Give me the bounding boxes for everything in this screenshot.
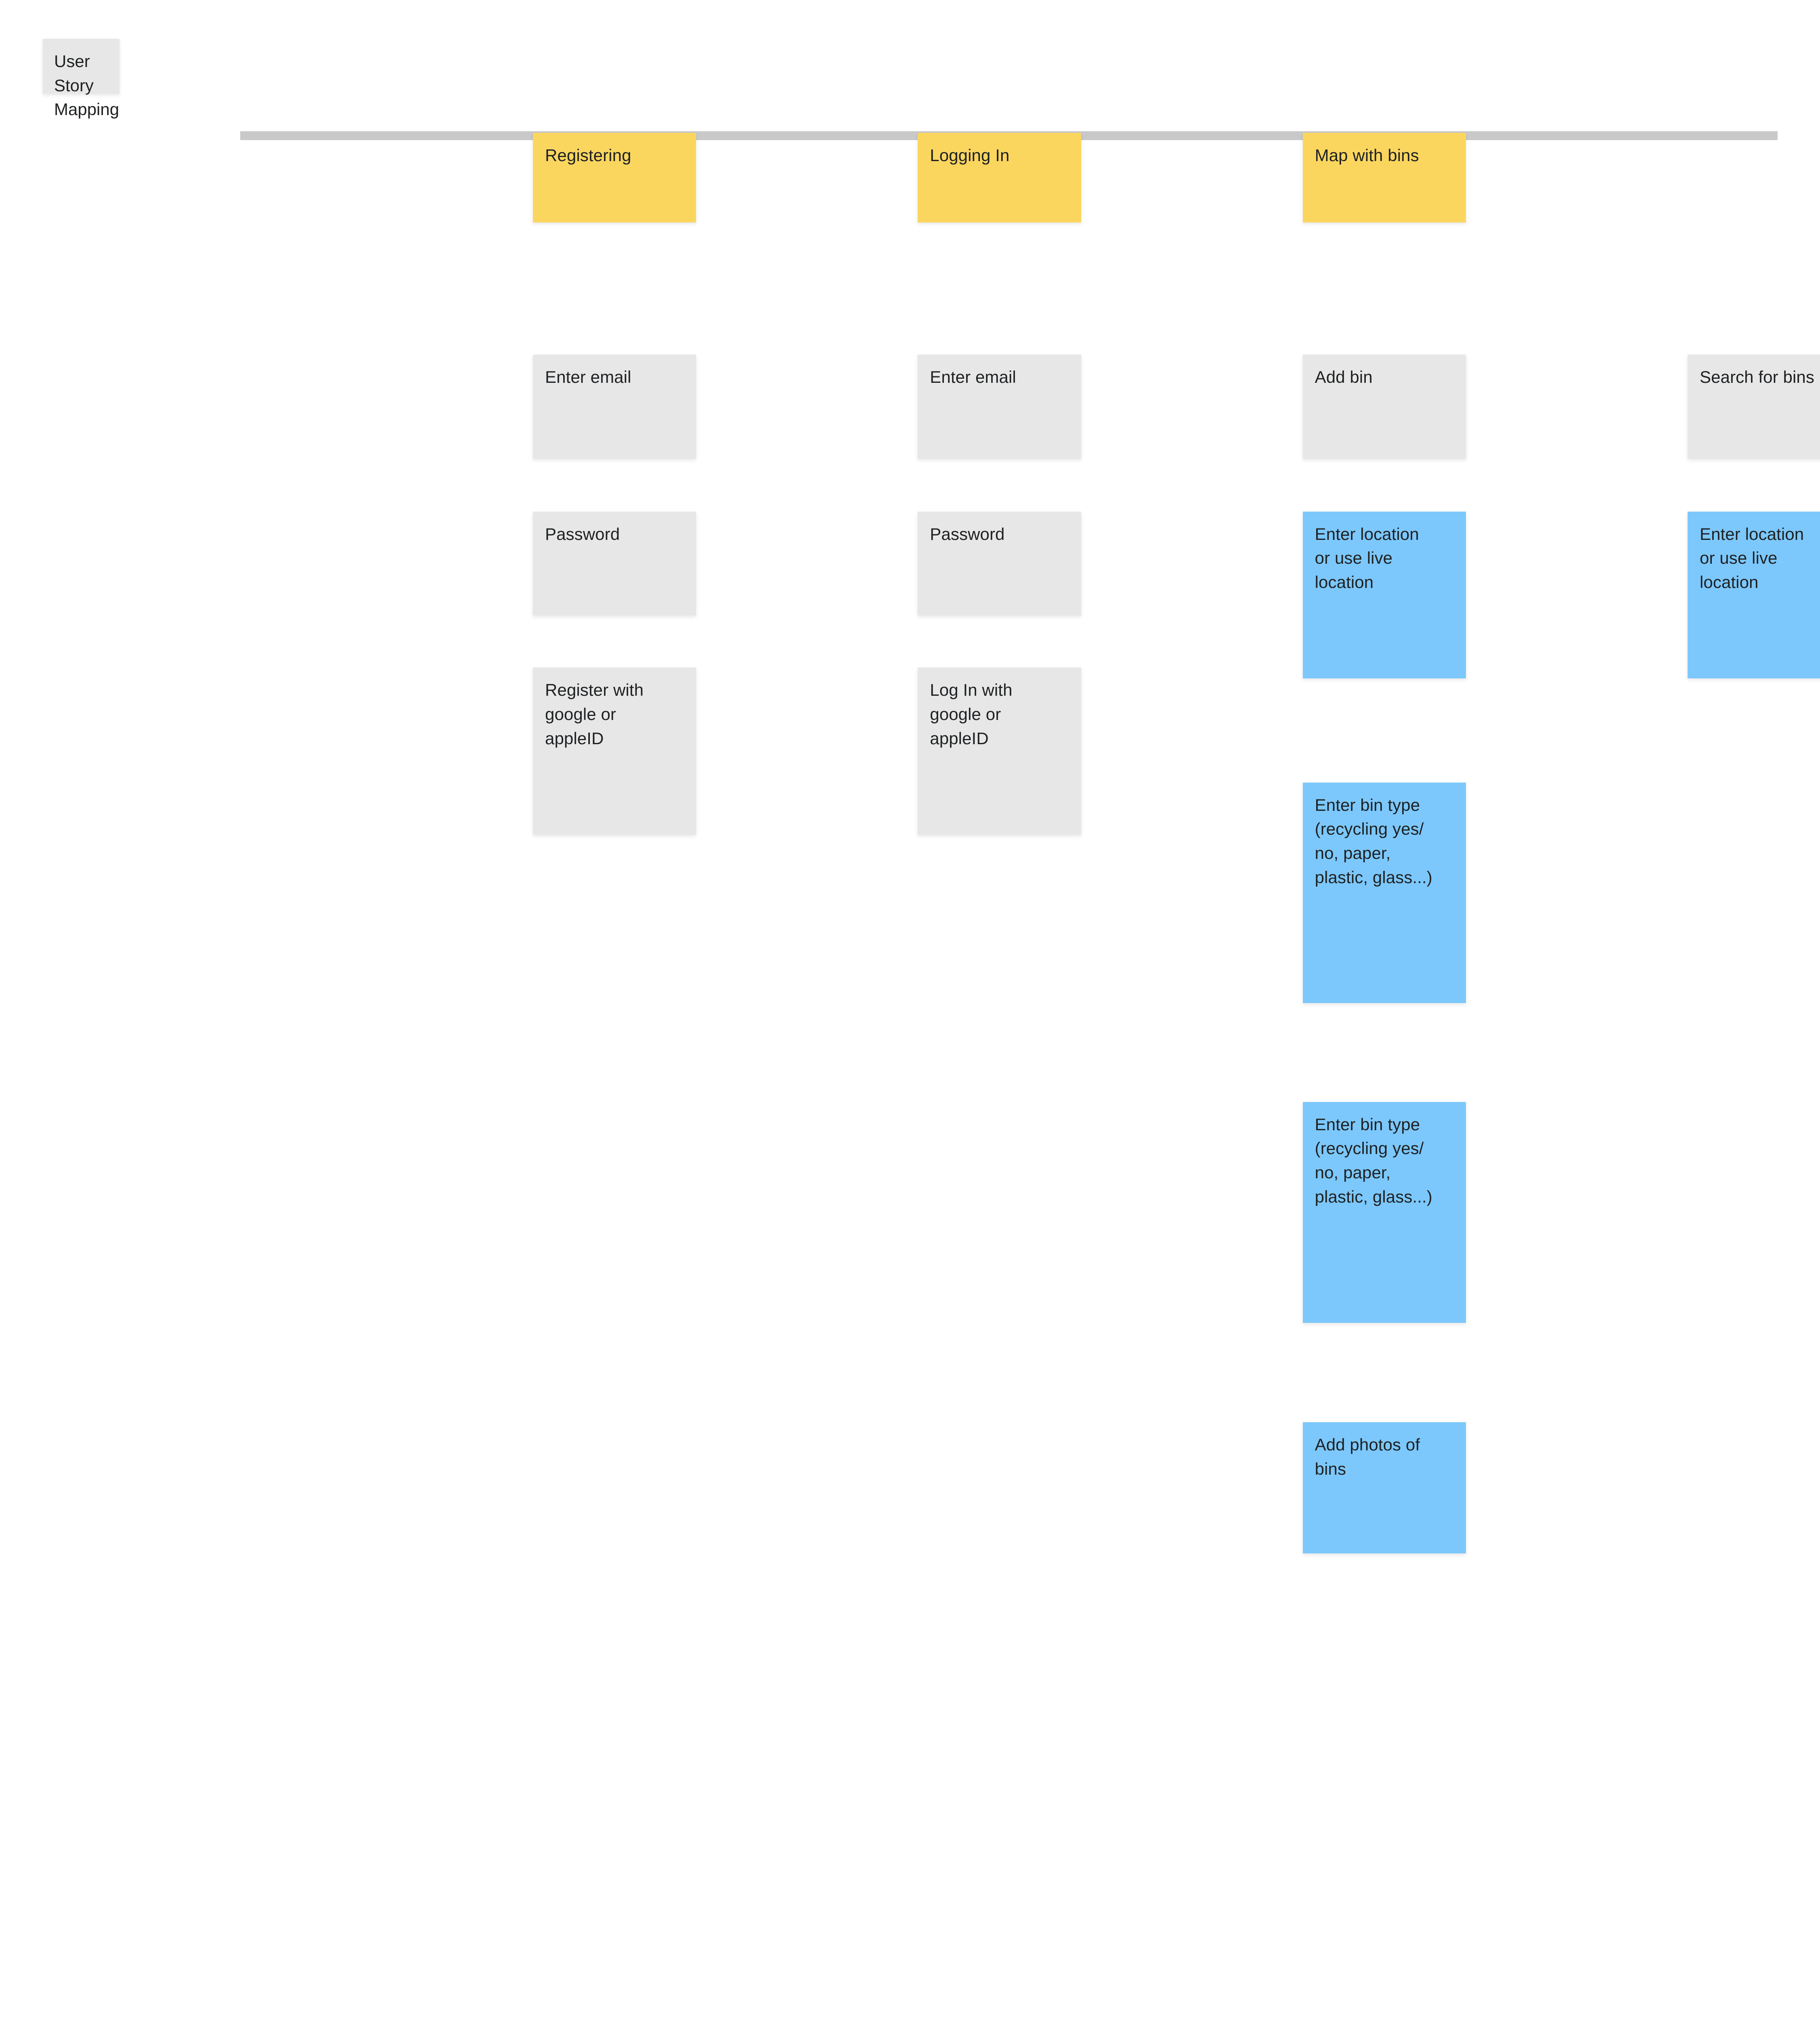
activity-card-map-with-bins[interactable]: Map with bins [1302,132,1466,223]
board-title: User Story Mapping [43,39,120,119]
story-card-enter-email[interactable]: Enter email [533,354,696,459]
story-card-enter-bin-type-recycling-yes-no-paper-plastic-[interactable]: Enter bin type (recycling yes/ no, paper… [1302,782,1466,1003]
story-card-password[interactable]: Password [918,511,1081,616]
story-card-enter-location-or-use-live-location[interactable]: Enter location or use live location [1687,511,1820,678]
story-card-register-with-google-or-appleid[interactable]: Register with google or appleID [533,667,696,835]
story-card-add-photos-of-bins[interactable]: Add photos of bins [1302,1422,1466,1553]
activity-card-logging-in[interactable]: Logging In [918,132,1081,223]
story-card-password[interactable]: Password [533,511,696,616]
story-card-enter-email[interactable]: Enter email [918,354,1081,459]
story-card-log-in-with-google-or-appleid[interactable]: Log In with google or appleID [918,667,1081,835]
story-card-enter-bin-type-recycling-yes-no-paper-plastic-[interactable]: Enter bin type (recycling yes/ no, paper… [1302,1102,1466,1323]
story-card-add-bin[interactable]: Add bin [1302,354,1466,459]
story-card-enter-location-or-use-live-location[interactable]: Enter location or use live location [1302,511,1466,678]
story-card-search-for-bins[interactable]: Search for bins [1687,354,1820,459]
activity-card-registering[interactable]: Registering [533,132,696,223]
